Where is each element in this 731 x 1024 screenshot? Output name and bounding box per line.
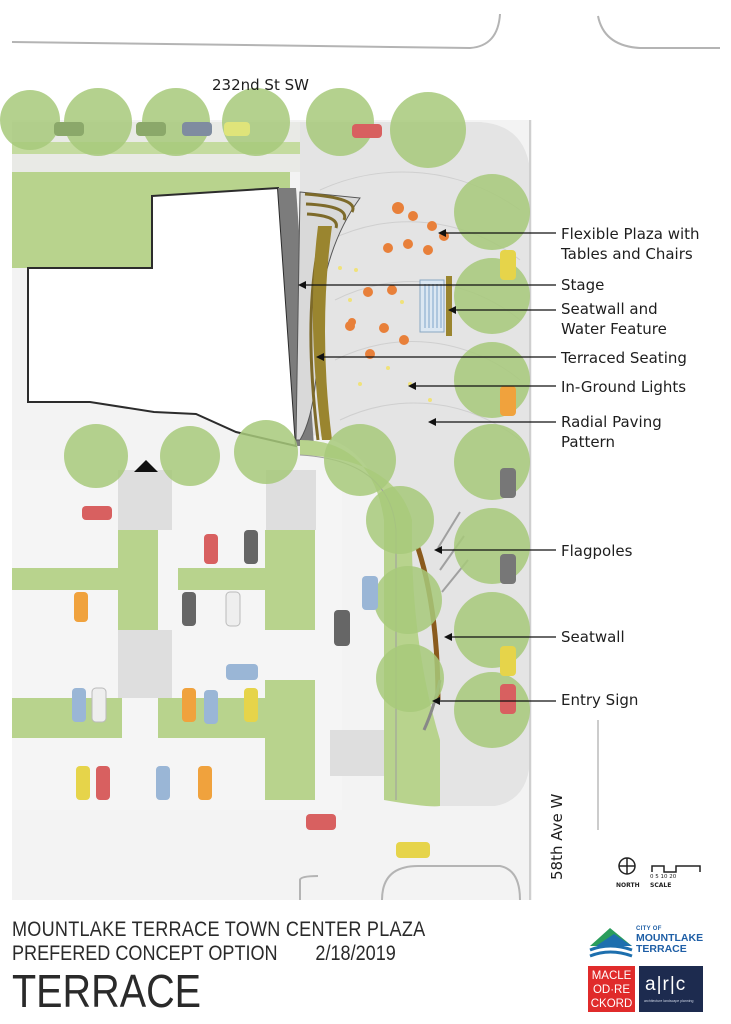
street-58th: 58th Ave W <box>548 793 566 880</box>
leader-arrowheads <box>298 229 456 705</box>
south-building-trees <box>64 420 298 488</box>
north-curb <box>11 13 501 50</box>
north-label: NORTH <box>616 882 640 889</box>
callout-radial-paving: Radial Paving Pattern <box>561 413 662 451</box>
water-feature <box>419 279 445 333</box>
northeast-curb <box>597 15 720 49</box>
title-block: MOUNTLAKE TERRACE TOWN CENTER PLAZA PREF… <box>12 918 493 1016</box>
terraced-seating-fill <box>312 226 332 440</box>
crosswalks <box>118 470 390 776</box>
arc-logo-text: a|r|c <box>645 974 687 995</box>
scale-label: SCALE <box>650 882 672 889</box>
curve-trees <box>324 424 444 712</box>
concept-line: PREFERED CONCEPT OPTION 2/18/2019 <box>12 942 425 966</box>
project-title: MOUNTLAKE TERRACE TOWN CENTER PLAZA <box>12 918 426 941</box>
callout-in-ground-lights: In-Ground Lights <box>561 378 687 396</box>
callout-flexible-plaza: Flexible Plaza with Tables and Chairs <box>561 225 700 263</box>
scale-bar <box>651 865 701 873</box>
plan-date: 2/18/2019 <box>315 942 396 965</box>
tables-and-chairs <box>345 202 449 359</box>
arc-logo: a|r|c architecture landscape planning <box>639 966 703 1012</box>
city-logo-small-text: CITY OF <box>636 926 662 932</box>
mountlake-terrace-logo-mark <box>589 928 633 958</box>
project-subtitle: TERRACE <box>12 965 202 1017</box>
water-jets <box>424 284 442 328</box>
scale-ticks: 0 5 10 20 <box>650 874 677 880</box>
north-trees <box>0 88 466 168</box>
leader-lines <box>300 232 556 702</box>
callout-flagpoles: Flagpoles <box>561 542 633 560</box>
concept-option: PREFERED CONCEPT OPTION <box>12 942 278 965</box>
callout-seatwall-water: Seatwall and Water Feature <box>561 300 667 338</box>
southeast-curb <box>381 865 521 901</box>
maclead-reckord-logo: MACLE OD·RE CKORD <box>588 966 635 1012</box>
city-logo: CITY OF MOUNTLAKE TERRACE <box>588 922 704 966</box>
callout-seatwall: Seatwall <box>561 628 625 646</box>
arc-logo-subtext: architecture landscape planning <box>644 999 694 1003</box>
entrance-marker <box>134 460 158 472</box>
north-arrow-icon <box>618 857 636 875</box>
street-232nd: 232nd St SW <box>212 76 309 94</box>
city-logo-name: MOUNTLAKE TERRACE <box>636 932 704 955</box>
callout-terraced-seating: Terraced Seating <box>561 349 687 367</box>
south-curb <box>299 875 319 900</box>
water-seatwall <box>446 276 452 336</box>
cars <box>54 122 516 858</box>
callout-entry-sign: Entry Sign <box>561 691 639 709</box>
callout-stage: Stage <box>561 276 605 294</box>
